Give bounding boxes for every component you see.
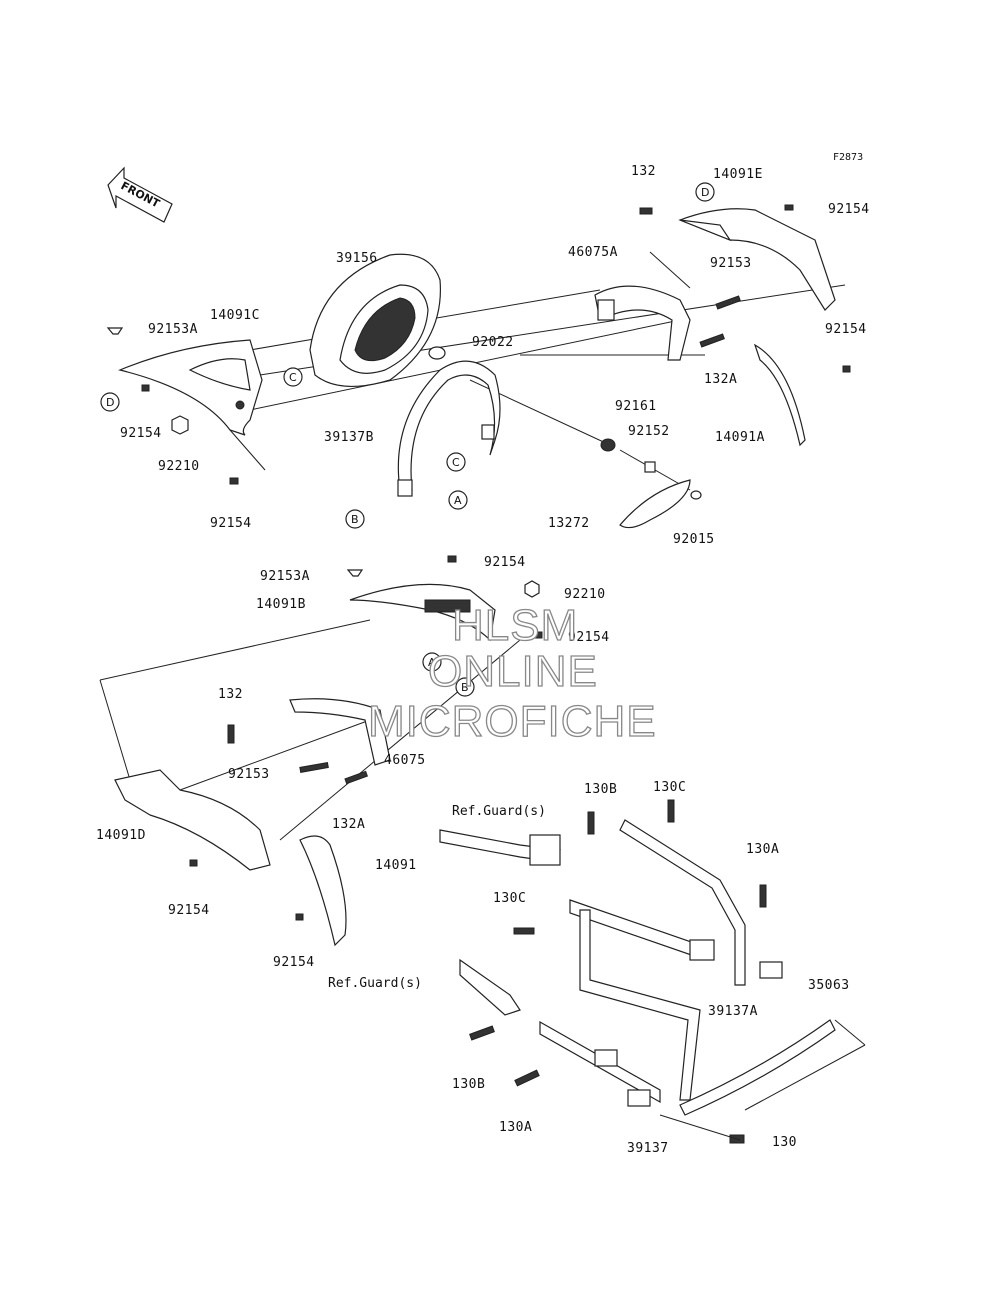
watermark: HLSM ONLINE MICROFICHE <box>367 600 657 746</box>
label-92022: 92022 <box>472 335 514 350</box>
label-130A: 130A <box>746 842 779 857</box>
label-92154: 92154 <box>210 516 252 531</box>
label-92153: 92153 <box>228 767 270 782</box>
svg-text:D: D <box>701 186 709 199</box>
label-92154: 92154 <box>120 426 162 441</box>
label-92154: 92154 <box>168 903 210 918</box>
backrest-frame <box>397 360 501 497</box>
label-14091: 14091 <box>375 858 417 873</box>
label-132: 132 <box>218 687 243 702</box>
label-39137: 39137 <box>627 1141 669 1156</box>
label-130A: 130A <box>499 1120 532 1135</box>
label-14091E: 14091E <box>713 167 763 182</box>
svg-text:B: B <box>351 513 359 526</box>
ref-guard-lower: Ref.Guard(s) <box>328 976 422 991</box>
label-130C: 130C <box>653 780 686 795</box>
marker-circles-mid: A B <box>422 652 475 697</box>
front-arrow-icon: FRONT <box>107 166 173 223</box>
svg-text:HLSM: HLSM <box>452 601 578 650</box>
svg-text:C: C <box>452 456 460 469</box>
label-132A: 132A <box>704 372 737 387</box>
label-39137B: 39137B <box>324 430 374 445</box>
label-92015: 92015 <box>673 532 715 547</box>
label-130B: 130B <box>452 1077 485 1092</box>
label-39156: 39156 <box>336 251 378 266</box>
bolt-icon-lower <box>469 799 767 1144</box>
marker-circles-top: C D C A B D <box>100 182 715 529</box>
cover-14091B <box>349 583 496 642</box>
label-92210: 92210 <box>564 587 606 602</box>
leader-lines-mid <box>99 619 521 841</box>
label-92153A: 92153A <box>148 322 198 337</box>
label-13272: 13272 <box>548 516 590 531</box>
cover-14091E <box>678 208 836 311</box>
label-132: 132 <box>631 164 656 179</box>
label-35063: 35063 <box>808 978 850 993</box>
label-46075A: 46075A <box>568 245 618 260</box>
label-92154: 92154 <box>568 630 610 645</box>
label-92210: 92210 <box>158 459 200 474</box>
fastener-icon <box>106 327 239 485</box>
fastener-icon-mid <box>189 555 543 921</box>
label-92153: 92153 <box>710 256 752 271</box>
svg-text:MICROFICHE: MICROFICHE <box>368 697 657 746</box>
washer-92022 <box>428 346 446 360</box>
ref-guard-upper: Ref.Guard(s) <box>452 804 546 819</box>
svg-text:A: A <box>454 494 462 507</box>
bolt-icon <box>639 204 851 373</box>
label-130B: 130B <box>584 782 617 797</box>
backrest-pad <box>309 253 442 387</box>
svg-text:A: A <box>428 656 436 669</box>
label-132A: 132A <box>332 817 365 832</box>
cover-14091D <box>114 769 271 871</box>
label-92154: 92154 <box>484 555 526 570</box>
label-92161: 92161 <box>615 399 657 414</box>
label-14091C: 14091C <box>210 308 260 323</box>
label-92154: 92154 <box>825 322 867 337</box>
svg-text:C: C <box>289 371 297 384</box>
label-14091B: 14091B <box>256 597 306 612</box>
svg-text:B: B <box>461 681 469 694</box>
label-130: 130 <box>772 1135 797 1150</box>
label-92154: 92154 <box>828 202 870 217</box>
svg-text:D: D <box>106 396 114 409</box>
label-14091A: 14091A <box>715 430 765 445</box>
label-46075: 46075 <box>384 753 426 768</box>
label-92152: 92152 <box>628 424 670 439</box>
label-92153A: 92153A <box>260 569 310 584</box>
label-92154: 92154 <box>273 955 315 970</box>
label-14091D: 14091D <box>96 828 146 843</box>
svg-text:ONLINE: ONLINE <box>428 647 598 696</box>
part-labels: 39156 14091C 92153A 92154 92210 92154 92… <box>96 164 870 1156</box>
cover-14091 <box>299 835 347 947</box>
label-130C: 130C <box>493 891 526 906</box>
cover-14091A <box>753 343 806 447</box>
cap-assembly <box>600 438 702 529</box>
bracket-46075A <box>594 285 691 361</box>
guard-frame <box>439 819 836 1116</box>
leader-lines-low <box>659 1019 866 1141</box>
figure-code: F2873 <box>833 152 863 163</box>
bracket-46075 <box>289 698 391 766</box>
label-39137A: 39137A <box>708 1004 758 1019</box>
cover-14091C <box>118 339 263 436</box>
